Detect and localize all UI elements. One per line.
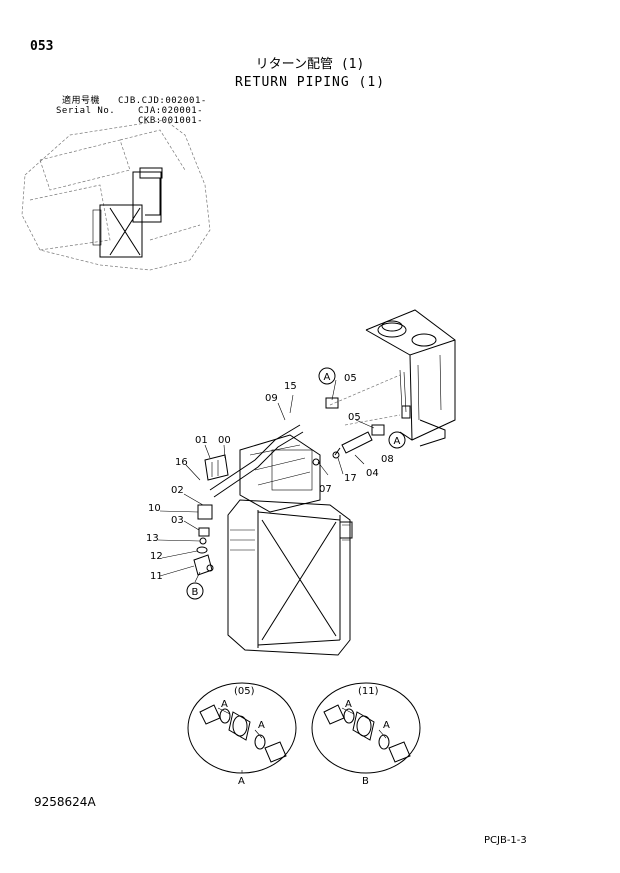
title-english: RETURN PIPING (1): [234, 75, 386, 90]
serial-label-jp: 適用号機: [62, 96, 101, 106]
label-08: 08: [381, 454, 394, 465]
label-10: 10: [148, 503, 161, 514]
label-17: 17: [344, 473, 357, 484]
callout-b: B: [186, 582, 204, 600]
callout-a-top: A: [318, 367, 336, 385]
label-11: 11: [150, 571, 163, 582]
label-15: 15: [284, 381, 297, 392]
serial-value-2: CJA:020001-: [138, 106, 204, 116]
svg-text:B: B: [362, 776, 369, 787]
hydraulic-tank: [365, 309, 456, 447]
label-16: 16: [175, 457, 188, 468]
serial-value-1: CJB.CJD:002001-: [118, 96, 207, 106]
svg-text:(11): (11): [358, 686, 379, 697]
svg-text:B: B: [192, 587, 199, 598]
machine-overview-sketch: [21, 119, 211, 271]
page-number: 053: [30, 39, 54, 54]
callout-a-right: A: [388, 431, 406, 449]
label-04: 04: [366, 468, 379, 479]
detail-view-a: (05) A A A: [187, 682, 297, 787]
svg-text:A: A: [345, 699, 352, 710]
serial-value-3: CKB:001001-: [138, 116, 204, 126]
label-05-mid: 05: [348, 412, 361, 423]
svg-text:A: A: [221, 699, 228, 710]
label-13: 13: [146, 533, 159, 544]
control-valve: [204, 434, 321, 513]
label-07: 07: [319, 484, 332, 495]
svg-text:A: A: [238, 776, 245, 787]
svg-text:(05): (05): [234, 686, 255, 697]
svg-text:A: A: [258, 720, 265, 731]
label-00: 00: [218, 435, 231, 446]
detail-view-b: (11) A A B: [311, 682, 421, 787]
svg-text:A: A: [394, 436, 401, 447]
label-12: 12: [150, 551, 163, 562]
title-japanese: リターン配管 (1): [255, 57, 365, 72]
cooler-frame: [227, 499, 353, 656]
svg-text:A: A: [383, 720, 390, 731]
label-05-top: 05: [344, 373, 357, 384]
label-09: 09: [265, 393, 278, 404]
document-id: 9258624A: [34, 795, 96, 809]
svg-text:A: A: [324, 372, 331, 383]
part-labels: 15 05 09 05 01 00 08 16 07 17 04 02 10 0…: [146, 373, 394, 582]
page-code: PCJB-1-3: [484, 835, 527, 846]
label-03: 03: [171, 515, 184, 526]
return-pipe: [209, 397, 385, 498]
label-01: 01: [195, 435, 208, 446]
label-02: 02: [171, 485, 184, 496]
serial-label-en: Serial No.: [56, 106, 116, 116]
fittings-stack: [193, 504, 214, 576]
leader-lines: [157, 379, 375, 583]
